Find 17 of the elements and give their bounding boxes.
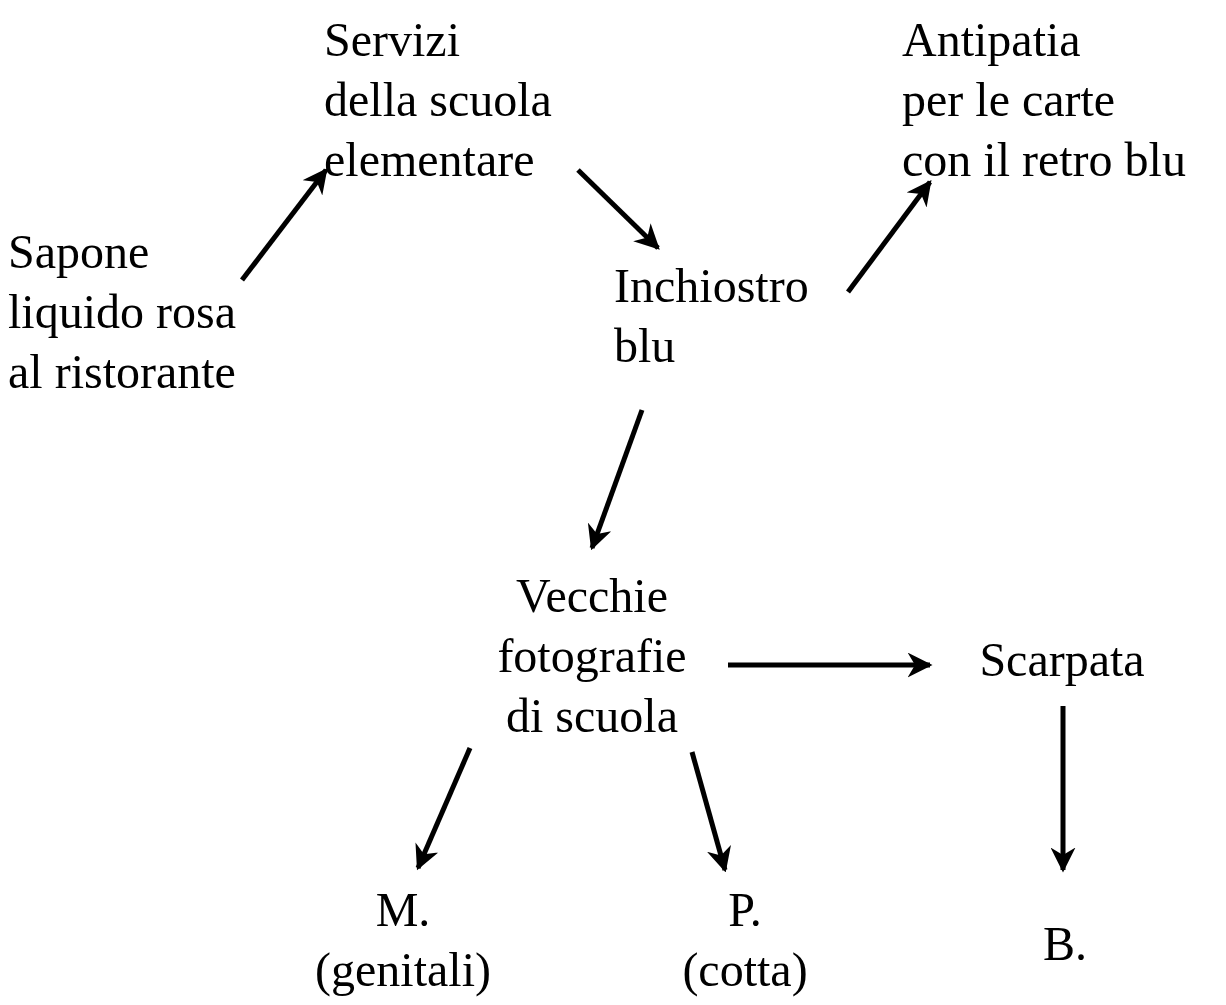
node-label: Sapone liquido rosa al ristorante (8, 224, 236, 400)
node-label: Scarpata (979, 632, 1145, 688)
arrow (240, 168, 328, 282)
node-label: Antipatia per le carte con il retro blu (902, 12, 1186, 188)
arrow (689, 751, 731, 873)
node-label: Inchiostro blu (614, 258, 809, 374)
node-label: Vecchie fotografie di scuola (497, 568, 687, 744)
arrow (846, 180, 932, 294)
node-label: P. (cotta) (682, 882, 808, 999)
arrow (1050, 706, 1076, 873)
node-label: Servizi della scuola elementare (324, 12, 552, 188)
arrow (728, 652, 933, 678)
arrow (415, 747, 473, 871)
arrow (587, 409, 645, 551)
node-label: B. (1043, 916, 1087, 972)
node-label: M. (genitali) (315, 882, 491, 999)
arrow (576, 168, 660, 250)
